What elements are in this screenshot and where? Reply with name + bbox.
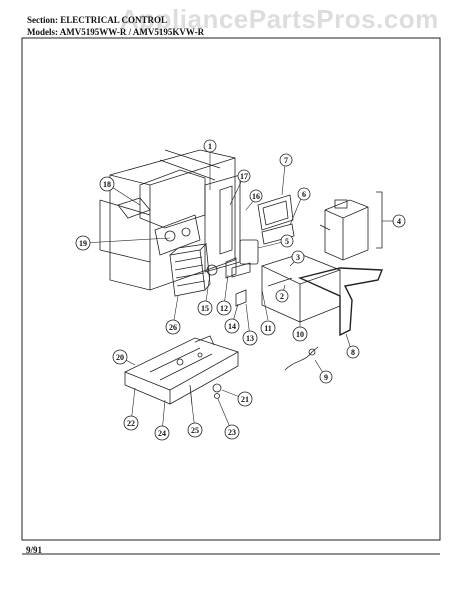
callout-label: 23 xyxy=(228,428,236,437)
relay-module xyxy=(319,191,383,261)
callout-label: 3 xyxy=(296,253,300,262)
callout-label: 2 xyxy=(280,292,284,301)
callout-5 xyxy=(280,234,294,248)
callout-1 xyxy=(203,139,217,153)
callout-label: 11 xyxy=(264,324,272,333)
callout-label: 13 xyxy=(246,334,254,343)
callout-11 xyxy=(260,320,276,336)
callout-20 xyxy=(112,349,128,365)
base-plate-assembly xyxy=(124,335,239,405)
callout-label: 21 xyxy=(241,395,249,404)
control-box xyxy=(260,253,342,323)
callout-label: 19 xyxy=(79,239,87,248)
callout-21 xyxy=(237,391,253,407)
callout-25 xyxy=(187,422,203,438)
callout-labels: 1 17 16 7 6 5 3 2 11 10 8 9 4 18 19 15 1… xyxy=(79,142,401,438)
callout-4 xyxy=(392,214,406,228)
callout-8 xyxy=(346,345,360,359)
chassis-assembly xyxy=(99,149,236,291)
callout-label: 22 xyxy=(127,419,135,428)
callout-26 xyxy=(165,319,181,335)
callout-18 xyxy=(99,176,115,192)
callout-3 xyxy=(291,250,305,264)
callout-label: 14 xyxy=(228,322,236,331)
callout-19 xyxy=(75,235,91,251)
callout-label: 7 xyxy=(284,156,288,165)
callout-label: 17 xyxy=(240,172,248,181)
callout-label: 5 xyxy=(285,237,289,246)
callout-label: 1 xyxy=(208,142,212,151)
callout-16 xyxy=(249,189,263,203)
callout-14 xyxy=(224,318,240,334)
callout-label: 18 xyxy=(103,180,111,189)
callout-23 xyxy=(224,424,240,440)
callout-24 xyxy=(154,425,170,441)
callout-label: 26 xyxy=(169,323,177,332)
footer-date: 9/91 xyxy=(26,545,43,555)
callout-label: 15 xyxy=(201,304,209,313)
models-title: Models: AMV5195WW-R / AMV5195KVW-R xyxy=(27,27,205,37)
callout-label: 24 xyxy=(158,429,166,438)
callout-label: 16 xyxy=(252,192,260,201)
callout-22 xyxy=(123,415,139,431)
section-title: Section: ELECTRICAL CONTROL xyxy=(27,15,168,25)
callout-label: 8 xyxy=(351,348,355,357)
watermark: AppliancePartsPros.com xyxy=(120,4,439,34)
callout-12 xyxy=(216,300,232,316)
callout-15 xyxy=(197,300,213,316)
wire-harness xyxy=(284,346,319,371)
callout-label: 4 xyxy=(397,217,401,226)
callout-10 xyxy=(292,326,308,342)
gasket-pad xyxy=(257,194,294,231)
callout-2 xyxy=(275,289,289,303)
callout-label: 6 xyxy=(302,190,306,199)
callout-9 xyxy=(319,370,333,384)
seal-gasket xyxy=(297,267,384,337)
callout-label: 12 xyxy=(220,304,228,313)
callout-label: 10 xyxy=(296,330,304,339)
transformer-part xyxy=(169,243,211,297)
page-frame xyxy=(21,37,441,541)
callout-bubbles xyxy=(75,139,406,441)
callout-17 xyxy=(237,169,251,183)
capacitor-part xyxy=(239,239,259,265)
callout-label: 9 xyxy=(324,373,328,382)
callout-label: 25 xyxy=(191,426,199,435)
callout-13 xyxy=(242,330,258,346)
callout-label: 20 xyxy=(116,353,124,362)
callout-6 xyxy=(297,187,311,201)
callout-7 xyxy=(279,153,293,167)
